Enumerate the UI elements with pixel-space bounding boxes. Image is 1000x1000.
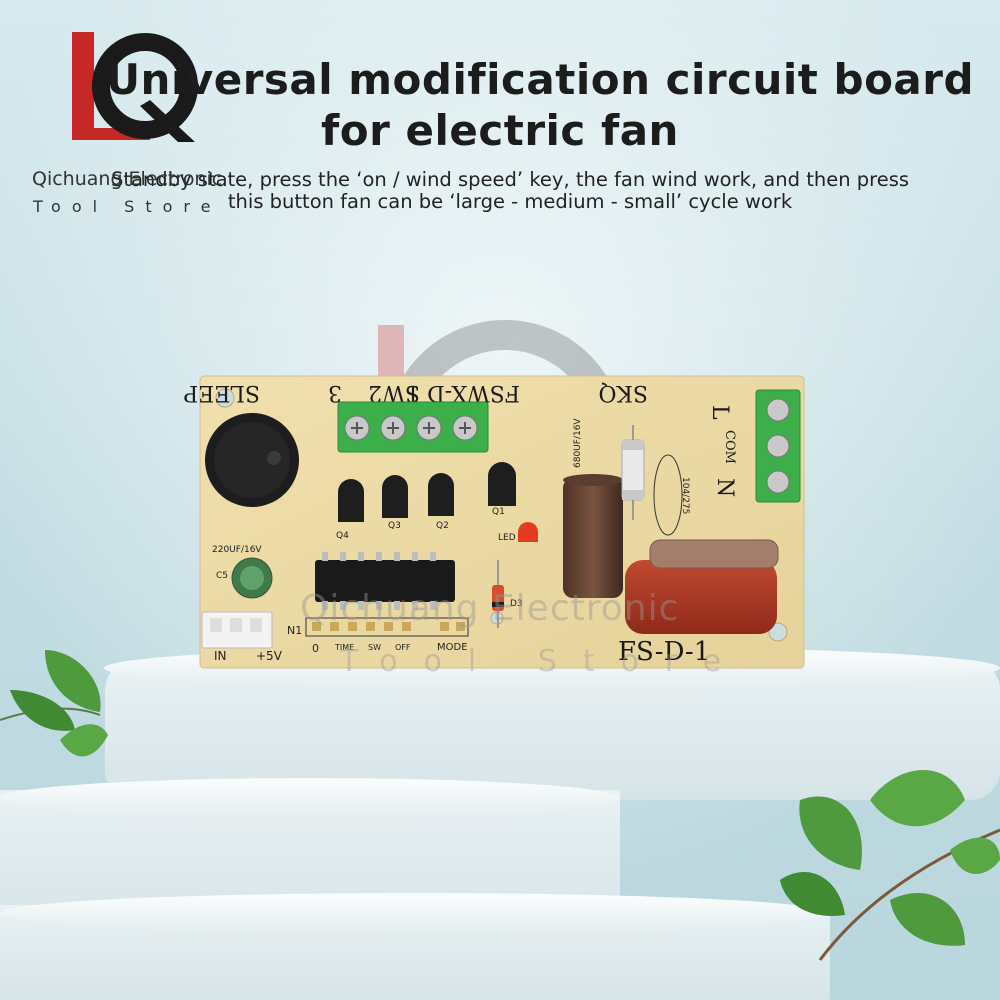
page-title-line2: for electric fan [321,106,679,155]
store-subtitle: Tool Store [33,197,222,216]
terminal-number-1: 1 [406,380,420,405]
terminal-number-3: 3 [328,380,342,405]
board-sleep-label: SLEEP [183,380,260,405]
board-model-bottom: FS-D-1 [618,637,710,667]
q2-label: Q2 [436,521,449,531]
leaves-left [0,650,108,757]
terminal-block-ac [755,389,801,503]
ac-label-com: COM [722,430,737,464]
ic-chip [315,552,455,610]
q4-label: Q4 [336,531,349,541]
watermark-subtitle: Tool Store [340,644,748,679]
cap-c5-value: 220UF/16V [212,545,262,555]
cap3-silk: 104/275 [653,454,690,536]
label-mode: MODE [437,642,468,653]
page-title-line1: Universal modification circuit board [105,55,975,104]
terminal-number-2: 2 [368,380,382,405]
board-brand-top: SKQ [598,380,648,405]
connector [201,611,273,649]
ac-label-n: N [712,478,737,497]
header-pins: N1 [287,617,469,637]
terminal-block-fan [337,401,489,453]
q1-label: Q1 [492,507,505,517]
led: LED [498,522,538,543]
buzzer [205,413,299,507]
transistors: Q4 Q3 Q2 Q1 [336,462,516,541]
description-line2: this button fan can be ‘large - medium -… [227,190,793,213]
diode: D3 [492,560,523,628]
fuse [621,425,645,520]
film-capacitor [625,539,779,634]
diode-label: D3 [510,599,523,609]
board-sw-label: SW [382,380,420,405]
cap3-value: 104/275 [680,477,690,514]
label-off: OFF [395,643,411,652]
board-model-top: FSWX-D [427,380,520,405]
capacitor-c5: 220UF/16V C5 [212,545,273,599]
label-0: 0 [312,642,319,655]
label-in: IN [214,649,227,663]
description-line1: Standby state, press the ‘on / wind spee… [110,168,910,191]
bottom-labels: IN +5V 0 TIME SW OFF MODE [214,642,468,663]
label-5v: +5V [256,649,283,663]
store-name: Qichuang Electronic [32,168,223,190]
circuit-board: SLEEP SW FSWX-D SKQ 3 2 1 L COM N FS-D-1 [183,375,805,669]
podiums [0,646,1000,1000]
ac-label-l: L [707,405,732,420]
q3-label: Q3 [388,521,401,531]
capacitor-large: 680UF/16V [563,418,623,598]
label-sw: SW [368,643,381,652]
brand-logo [72,32,198,142]
connector-ref: N1 [287,624,302,637]
led-label: LED [498,533,516,543]
cap2-value: 680UF/16V [573,418,583,468]
watermark-name: Qichuang Electronic [300,588,680,629]
cap-c5-ref: C5 [216,571,228,581]
label-time: TIME [334,643,354,652]
leaves-right [780,770,1000,961]
